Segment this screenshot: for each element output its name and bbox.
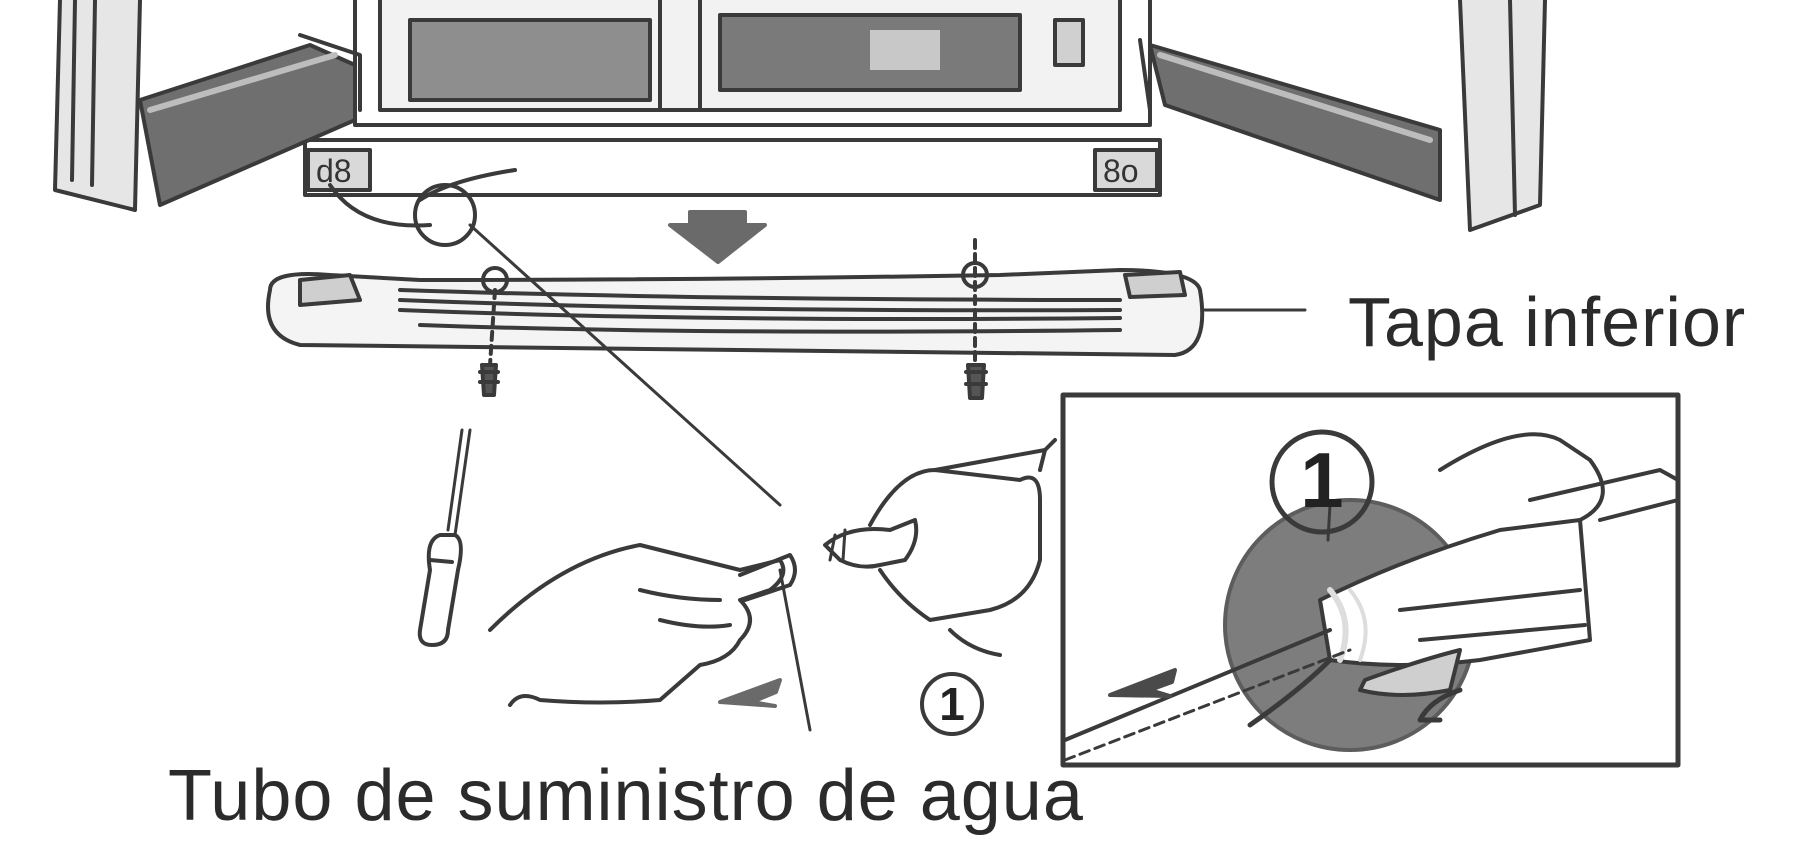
screw-right-icon xyxy=(964,238,988,400)
water-supply-tube-label: Tubo de suministro de agua xyxy=(168,756,1084,836)
svg-text:d8: d8 xyxy=(316,153,352,189)
right-door-bin xyxy=(1138,38,1442,202)
screwdriver-icon xyxy=(417,428,472,647)
left-door-bin xyxy=(138,33,362,207)
step-marker-number: 1 xyxy=(939,678,965,730)
screw-left-icon xyxy=(478,288,500,397)
down-arrow-icon xyxy=(668,210,767,264)
right-hand-icon xyxy=(823,438,1057,657)
bottom-cover xyxy=(266,261,1307,357)
bottom-cover-label: Tapa inferior xyxy=(1348,283,1747,361)
pull-arrow-icon xyxy=(718,678,782,708)
inset-step-marker-number: 1 xyxy=(1300,436,1344,524)
left-hand-icon xyxy=(488,543,812,732)
inset-step-marker-ring xyxy=(1269,429,1375,535)
inset-detail-box xyxy=(1060,392,1681,768)
step-marker-ring xyxy=(920,672,984,736)
refrigerator-body: d8 8o xyxy=(53,0,1547,247)
svg-text:8o: 8o xyxy=(1103,153,1139,189)
